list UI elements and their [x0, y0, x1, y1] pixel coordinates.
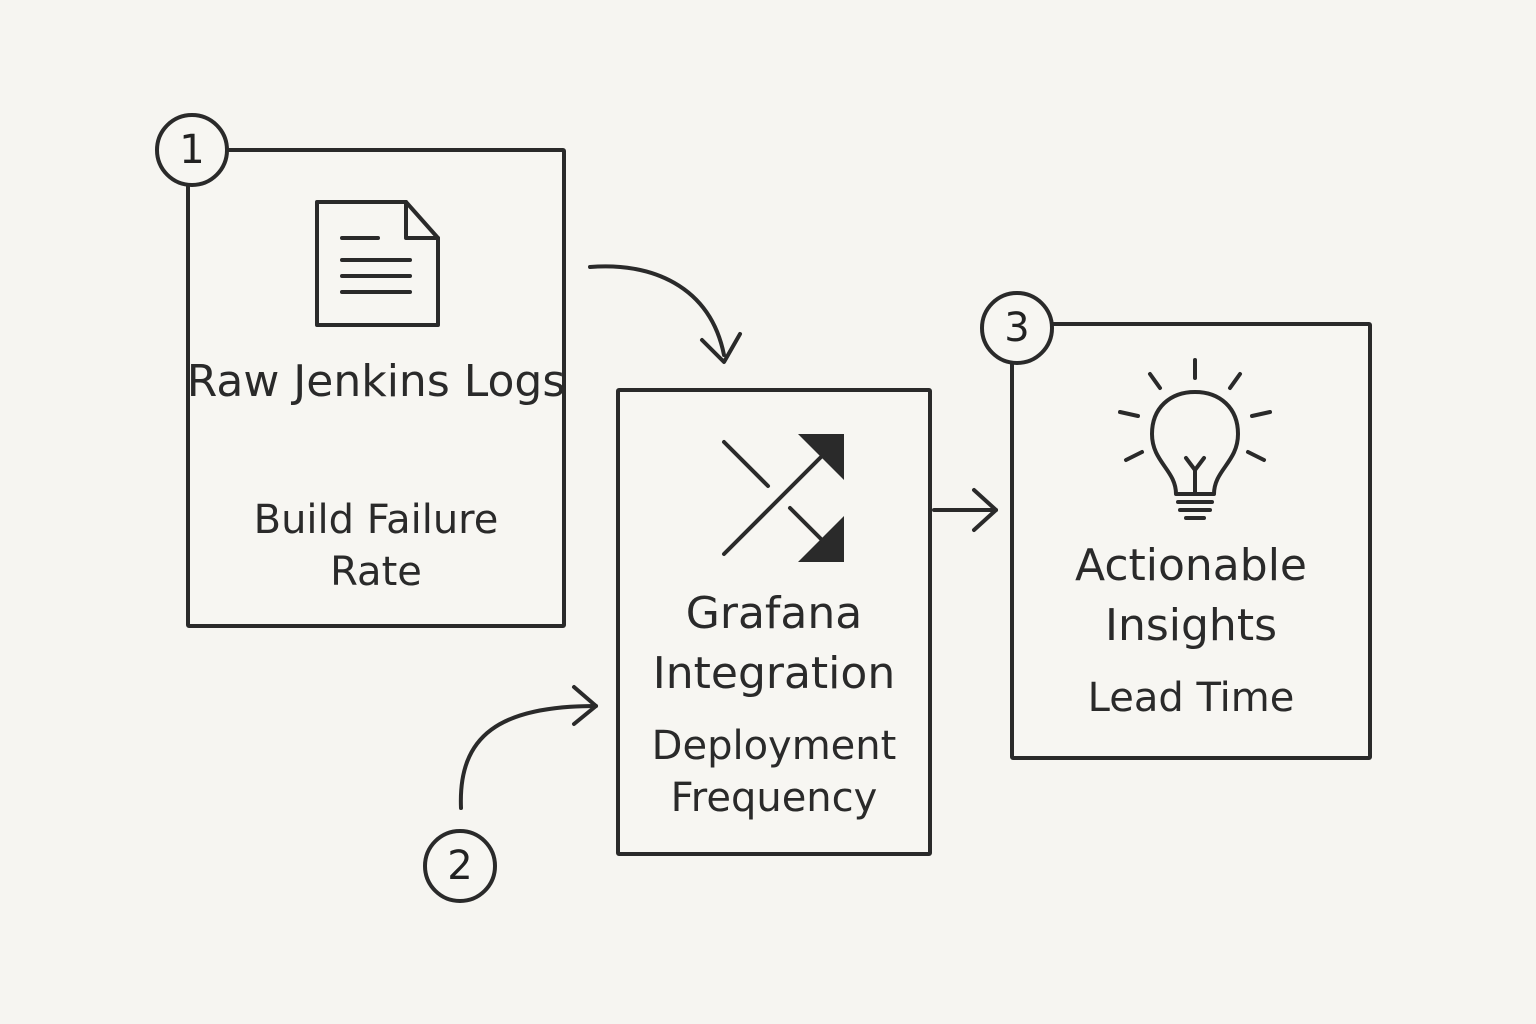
step-1-card: [186, 148, 566, 628]
step-3-title: Actionable Insights: [1075, 540, 1307, 651]
step-2-metric: Deployment Frequency: [651, 723, 897, 821]
arrow-badge2-to-step2: [458, 704, 598, 810]
step-1-badge: 1: [155, 113, 229, 187]
arrow-step1-to-step2-head: [700, 332, 742, 364]
step-2-badge: 2: [423, 829, 497, 903]
arrow-step1-to-step2: [588, 264, 726, 357]
arrow-step2-to-step3-head: [972, 488, 998, 532]
step-3-card: [1010, 322, 1372, 760]
step-3-metric: Lead Time: [1087, 675, 1295, 721]
arrow-badge2-to-step2-head: [572, 685, 598, 726]
shuffle-icon: [722, 434, 844, 562]
document-icon: [315, 200, 440, 327]
step-2-title: Grafana Integration: [652, 588, 896, 699]
step-3-badge: 3: [980, 291, 1054, 365]
step-1-title: Raw Jenkins Logs: [186, 356, 566, 407]
step-1-metric: Build Failure Rate: [253, 497, 499, 595]
step-2-card: [616, 388, 932, 856]
lightbulb-icon: [1118, 358, 1272, 520]
